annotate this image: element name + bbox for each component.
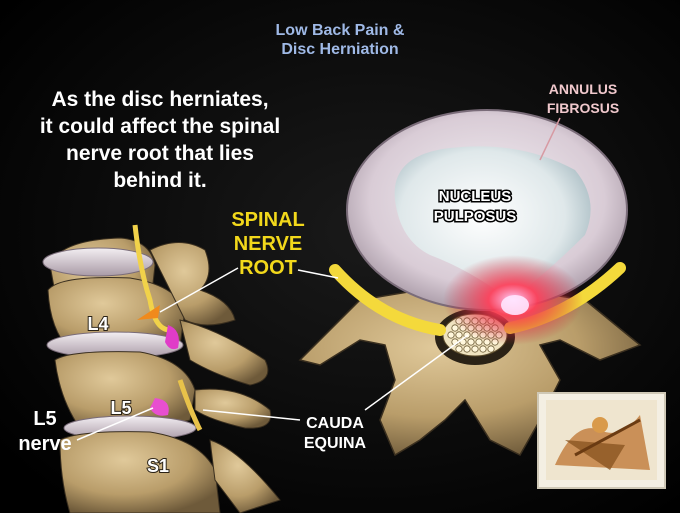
caption-line-2: it could affect the spinal <box>40 115 280 138</box>
nerve-fiber <box>447 331 455 339</box>
vertebra-l5-label: L5 <box>110 398 131 418</box>
logo-thumbnail-icon <box>537 392 666 489</box>
nerve-fiber <box>467 338 475 346</box>
caption-line-4: behind it. <box>113 169 206 192</box>
vertebra-l4-label: L4 <box>87 314 108 334</box>
nerve-fiber <box>455 345 463 353</box>
nerve-fiber <box>479 345 487 353</box>
l5-nerve-label-1: L5 <box>33 408 56 430</box>
l5-nerve-label-2: nerve <box>18 433 71 455</box>
caption-line-1: As the disc herniates, <box>51 88 268 111</box>
herniation-l5 <box>150 398 169 416</box>
nucleus-label-2: PULPOSUS <box>434 208 517 225</box>
cauda-equina-label-2: EQUINA <box>304 435 367 452</box>
annulus-label-1: ANNULUS <box>549 81 617 97</box>
spinal-nerve-root-label-2: NERVE <box>234 233 303 255</box>
title-line-1: Low Back Pain & <box>276 22 405 39</box>
nerve-fiber <box>463 345 471 353</box>
l5-nerve-yellow <box>177 379 203 432</box>
leader-lines <box>76 117 561 441</box>
nerve-fiber <box>471 345 479 353</box>
spinal-nerve-root-label-3: ROOT <box>239 257 297 279</box>
nucleus-label-1: NUCLEUS <box>439 188 512 205</box>
title-line-2: Disc Herniation <box>281 41 398 58</box>
sacrum-s1-label: S1 <box>147 456 169 476</box>
spine-illustration-icon <box>42 224 281 513</box>
nerve-fiber <box>455 331 463 339</box>
disc-cross-section-icon <box>298 109 642 457</box>
herniation-l4 <box>165 325 179 350</box>
annulus-label-2: FIBROSUS <box>547 100 619 116</box>
nerve-root-left <box>329 264 446 336</box>
spinal-nerve-root-label-1: SPINAL <box>231 209 304 231</box>
cauda-equina-label-1: CAUDA <box>306 415 364 432</box>
upper-disc <box>42 247 154 277</box>
caption-line-3: nerve root that lies <box>66 142 254 165</box>
nerve-fiber <box>487 345 495 353</box>
spinal-nerve-yellow <box>132 224 171 333</box>
